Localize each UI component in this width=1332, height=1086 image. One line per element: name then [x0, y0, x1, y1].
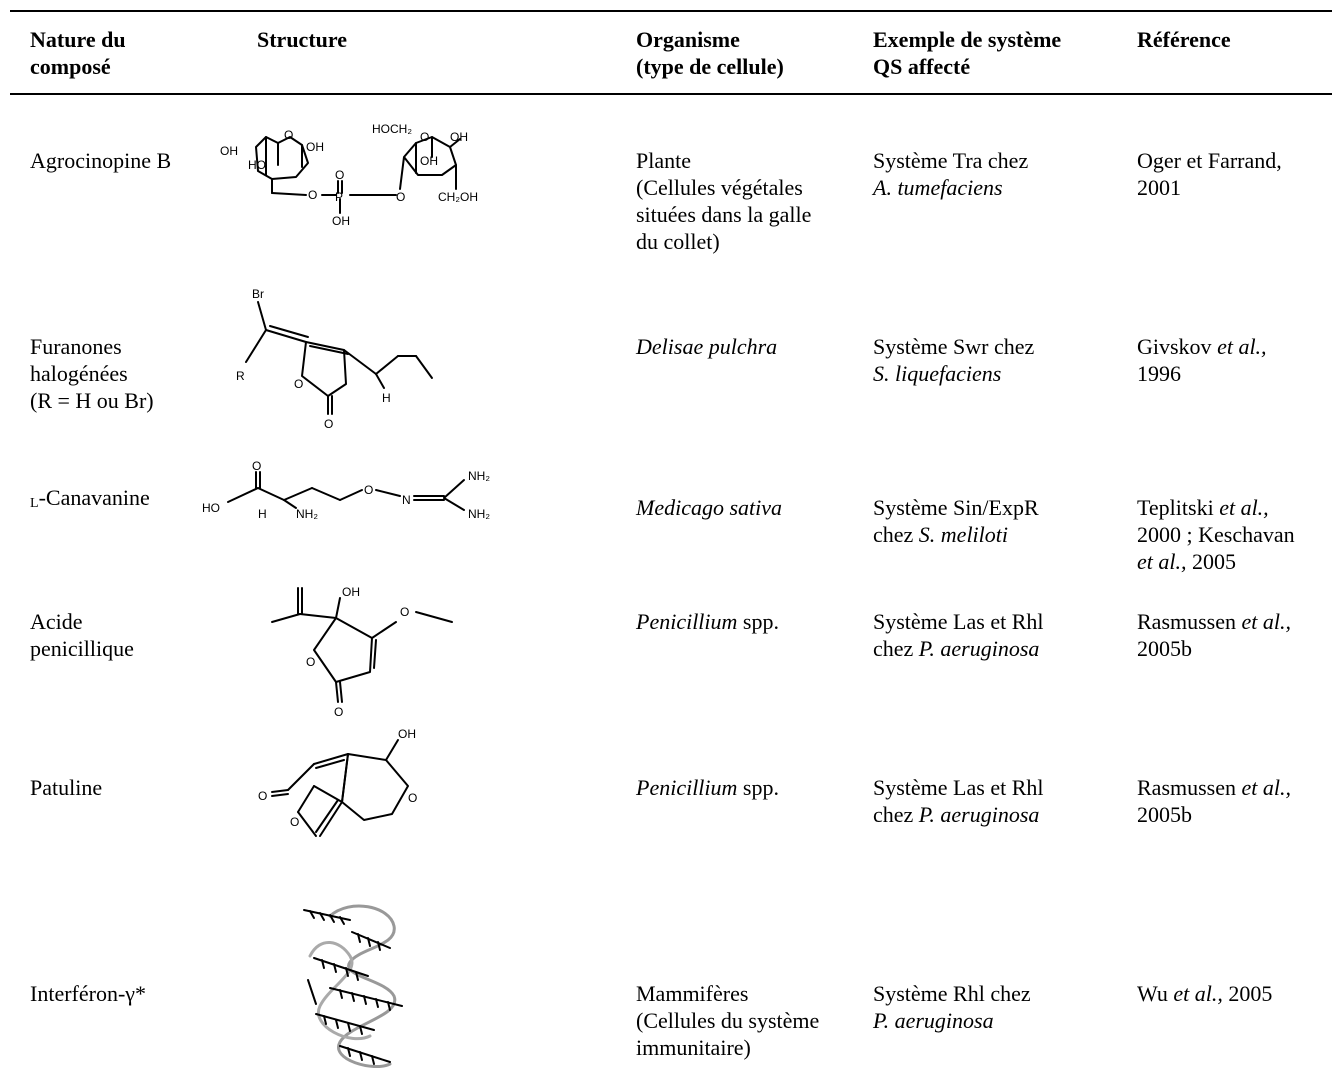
agro-hoch2-label: HOCH₂ [372, 122, 412, 136]
row-canavanine-compound: L-Canavanine [30, 485, 150, 511]
furan-h-label: H [382, 391, 391, 405]
patul-ring2-o-label: O [408, 791, 417, 805]
row-furanones-compound: Furanones halogénées (R = H ou Br) [30, 334, 154, 413]
row-furanones-organism: Delisae pulchra [636, 334, 778, 359]
patul-carbonyl-o-label: O [258, 789, 267, 803]
penic-ring-o-label: O [306, 655, 315, 669]
patuline-structure: OH O O O [258, 727, 417, 837]
header-qs-system: Exemple de système QS affecté [873, 27, 1062, 79]
agro-oh1-label: OH [220, 144, 238, 158]
agro-link-o1-label: O [308, 188, 317, 202]
furan-carbonyl-o-label: O [324, 417, 333, 431]
canav-ho-label: HO [202, 501, 220, 515]
table-top-rule [10, 10, 1332, 12]
canav-nh2-top-label: NH₂ [468, 469, 490, 483]
row-patuline-compound: Patuline [30, 775, 103, 800]
table-header-rule [10, 93, 1332, 95]
agro-ho-label: HO [248, 158, 266, 172]
row-interferon-qs: Système Rhl chez P. aeruginosa [873, 981, 1031, 1033]
header-structure: Structure [257, 27, 348, 52]
canav-nh2-bottom-label: NH₂ [468, 507, 490, 521]
agrocinopine-structure: OH OH HO O O P O OH HOCH₂ O OH OH O CH₂O… [220, 122, 478, 228]
row-agrocinopine-compound: Agrocinopine B [30, 148, 172, 173]
row-furanones-qs: Système Swr chez S. liquefaciens [873, 334, 1035, 386]
row-canavanine-qs: Système Sin/ExpR chez S. meliloti [873, 495, 1039, 547]
row-canavanine-reference: Teplitski et al., 2000 ; Keschavan et al… [1137, 495, 1295, 574]
agro-link-o2-label: O [396, 190, 405, 204]
furan-ring-o-label: O [294, 377, 303, 391]
penic-oh-label: OH [342, 585, 360, 599]
penicillic-acid-structure: OH O O O [271, 585, 453, 719]
canavanine-structure: O HO H NH₂ O N NH₂ NH₂ [202, 459, 490, 521]
row-interferon-reference: Wu et al., 2005 [1137, 981, 1273, 1006]
row-patuline-qs: Système Las et Rhl chez P. aeruginosa [873, 775, 1044, 827]
row-agrocinopine-qs: Système Tra chez A. tumefaciens [873, 148, 1029, 200]
agro-ch2oh-label: CH₂OH [438, 190, 478, 204]
agro-p-doublebond-o-label: O [335, 168, 344, 182]
interferon-gamma-ribbon-image [303, 904, 403, 1069]
row-agrocinopine-reference: Oger et Farrand, 2001 [1137, 148, 1282, 200]
agro-oh2-label: OH [306, 140, 324, 154]
row-interferon-organism: Mammifères (Cellules du système immunita… [636, 981, 820, 1060]
header-reference: Référence [1137, 27, 1231, 52]
agro-p-oh-label: OH [332, 214, 350, 228]
row-patuline-reference: Rasmussen et al., 2005b [1137, 775, 1291, 827]
row-penicillic-reference: Rasmussen et al., 2005b [1137, 609, 1291, 661]
furanone-structure: Br R O H O [236, 287, 433, 431]
row-penicillic-qs: Système Las et Rhl chez P. aeruginosa [873, 609, 1044, 661]
patul-ring1-o-label: O [290, 815, 299, 829]
canav-h-label: H [258, 507, 267, 521]
patul-oh-label: OH [398, 727, 416, 741]
header-organism: Organisme (type de cellule) [636, 27, 784, 79]
agro-ring2-o-label: O [420, 130, 429, 144]
furan-r-label: R [236, 369, 245, 383]
canav-carbonyl-o-label: O [252, 459, 261, 473]
header-compound-nature: Nature du composé [30, 27, 126, 79]
row-furanones-reference: Givskov et al., 1996 [1137, 334, 1267, 386]
row-patuline-organism: Penicillium spp. [636, 775, 779, 800]
row-canavanine-organism: Medicago sativa [636, 495, 783, 520]
agro-p-label: P [335, 190, 343, 204]
row-penicillic-organism: Penicillium spp. [636, 609, 779, 634]
agro-ring-o-label: O [284, 128, 293, 142]
penic-methoxy-o-label: O [400, 605, 409, 619]
agro-oh3-label: OH [450, 130, 468, 144]
penic-carbonyl-o-label: O [334, 705, 343, 719]
canav-ether-o-label: O [364, 483, 373, 497]
row-agrocinopine-organism: Plante (Cellules végétales situées dans … [636, 148, 812, 254]
row-interferon-compound: Interféron-γ* [30, 981, 146, 1006]
canav-amine-label: NH₂ [296, 507, 318, 521]
canav-n-label: N [402, 493, 411, 507]
row-penicillic-compound: Acide penicillique [30, 609, 134, 661]
agro-oh4-label: OH [420, 154, 438, 168]
furan-br-label: Br [252, 287, 264, 301]
